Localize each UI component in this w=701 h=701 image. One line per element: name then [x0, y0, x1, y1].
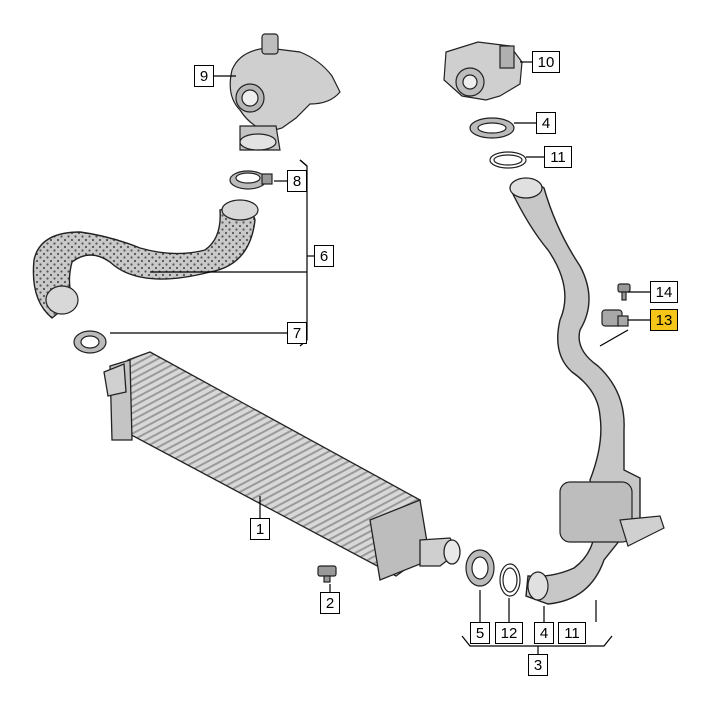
callout-11-lower: 11: [558, 622, 586, 644]
pipe-upper-end: [509, 177, 543, 199]
callout-8: 8: [287, 170, 307, 192]
o-ring-12-lower: [499, 563, 521, 597]
bolt-2: [317, 565, 337, 583]
callout-3: 3: [528, 654, 548, 676]
callout-6: 6: [314, 245, 334, 267]
clamp-5-lower: [465, 549, 495, 587]
intercooler: [103, 351, 461, 581]
clamp-4-upper: [469, 117, 515, 139]
hose-clamp-7: [73, 330, 107, 354]
hose-end-upper: [221, 199, 259, 221]
resonator-box: [559, 481, 633, 543]
callout-4-lower: 4: [534, 622, 554, 644]
callout-11-upper: 11: [544, 146, 572, 168]
callout-12: 12: [495, 622, 523, 644]
callout-1: 1: [250, 518, 270, 540]
callout-13: 13: [650, 309, 678, 331]
leader-lines: [110, 61, 650, 654]
callout-4-upper: 4: [536, 112, 556, 134]
o-ring-11-upper: [489, 151, 527, 169]
pipe-flange: [619, 515, 665, 547]
hose-end-lower: [45, 285, 79, 315]
screw-14: [617, 283, 631, 301]
callout-2: 2: [320, 592, 340, 614]
turbocharger: [229, 33, 341, 151]
callout-14: 14: [650, 281, 678, 303]
pipe-lower-end: [527, 571, 549, 601]
callout-10: 10: [532, 51, 560, 73]
throttle-body: [443, 41, 523, 101]
pressure-sensor-13: [601, 309, 629, 327]
hose-clamp-8: [229, 170, 273, 190]
callout-5: 5: [470, 622, 490, 644]
callout-9: 9: [194, 65, 214, 87]
callout-7: 7: [287, 322, 307, 344]
